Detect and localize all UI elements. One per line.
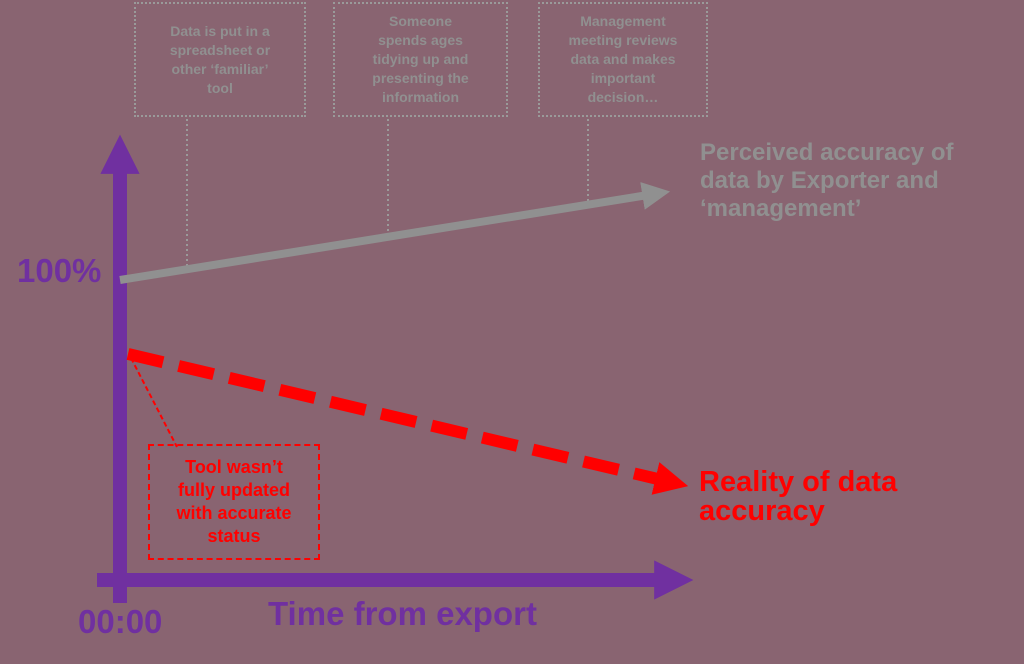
process-box-1: Data is put in a spreadsheet or other ‘f… [134, 2, 306, 117]
perceived-series-label: Perceived accuracy of data by Exporter a… [700, 139, 954, 222]
annotation-box: Tool wasn’t fully updated with accurate … [148, 444, 320, 560]
perceived-accuracy-line [119, 182, 671, 284]
process-box-3: Management meeting reviews data and make… [538, 2, 708, 117]
annotation-box-text: Tool wasn’t fully updated with accurate … [176, 457, 292, 546]
annotation-connector [130, 357, 178, 448]
x-axis-title: Time from export [268, 595, 537, 632]
x-origin-label: 00:00 [78, 603, 163, 640]
y-100-percent-label: 100% [17, 252, 102, 289]
process-box-1-text: Data is put in a spreadsheet or other ‘f… [169, 22, 271, 96]
reality-series-label: Reality of data accuracy [699, 466, 898, 527]
reality-accuracy-line [126, 348, 689, 495]
process-box-2: Someone spends ages tidying up and prese… [333, 2, 508, 117]
process-box-3-text: Management meeting reviews data and make… [568, 13, 678, 105]
process-box-2-text: Someone spends ages tidying up and prese… [372, 13, 469, 105]
